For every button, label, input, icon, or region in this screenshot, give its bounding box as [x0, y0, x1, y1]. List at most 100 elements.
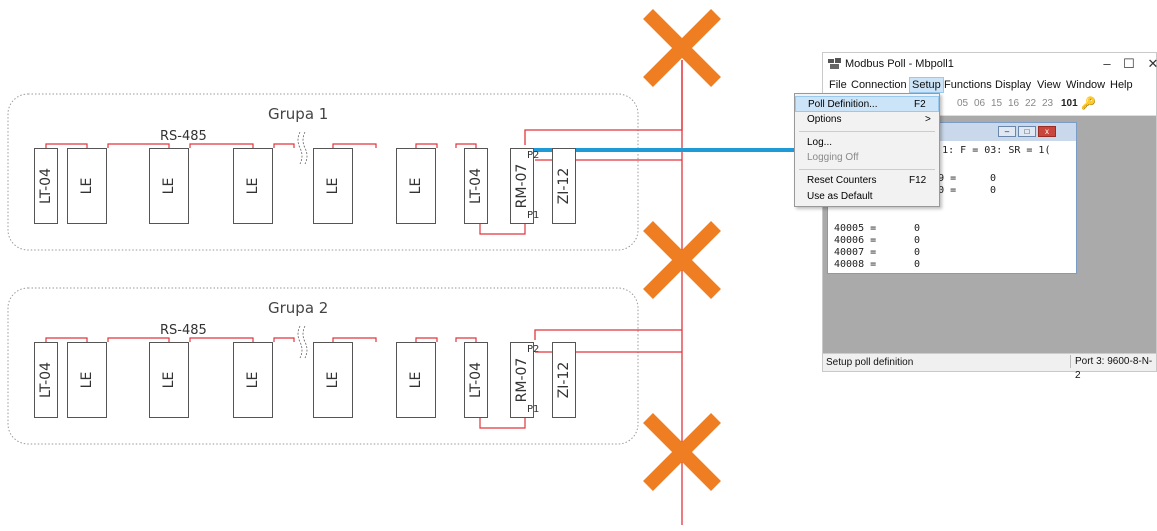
- menu-item-logging-off: Logging Off: [795, 150, 939, 166]
- device-le: LE: [313, 148, 353, 224]
- device-label: LE: [79, 177, 95, 195]
- register-value: 0: [914, 259, 921, 270]
- bus-wire: [332, 143, 377, 148]
- minimize-button[interactable]: –: [1103, 56, 1111, 71]
- child-maximize-icon[interactable]: □: [1018, 126, 1036, 137]
- bus-wire: [415, 143, 438, 148]
- bus-wire: [107, 143, 170, 148]
- device-lt-04: LT-04: [34, 148, 58, 224]
- menu-item-label: Logging Off: [807, 152, 859, 163]
- window-title: Modbus Poll - Mbpoll1: [845, 58, 954, 70]
- device-rm-07: RM-07: [510, 148, 534, 224]
- menu-bar: File Connection Setup Functions Display …: [823, 76, 1156, 94]
- device-le: LE: [67, 148, 107, 224]
- menu-item-reset-counters[interactable]: Reset Counters F12: [795, 173, 939, 189]
- register-address: 40005 =: [834, 223, 877, 234]
- bus-wire: [45, 143, 88, 148]
- trunk-group2-top: [534, 329, 682, 340]
- group-2-frame: [7, 287, 639, 445]
- bus-wire: [189, 143, 254, 148]
- menu-setup[interactable]: Setup: [909, 77, 944, 93]
- device-label: LE: [79, 371, 95, 389]
- device-label: LE: [325, 177, 341, 195]
- toolbar-22[interactable]: 22: [1025, 98, 1037, 109]
- port-status: Port 3: 9600-8-N-2: [1070, 355, 1156, 381]
- device-le: LE: [396, 342, 436, 418]
- bus-wire: [273, 143, 295, 148]
- status-text: Setup poll definition: [826, 357, 914, 368]
- menu-item-label: Reset Counters: [807, 175, 877, 186]
- device-rm-07: RM-07: [510, 342, 534, 418]
- device-label: LE: [408, 177, 424, 195]
- submenu-arrow-icon: >: [925, 114, 931, 125]
- child-close-icon[interactable]: x: [1038, 126, 1056, 137]
- device-le: LE: [233, 342, 273, 418]
- bus-wire: [415, 337, 438, 342]
- device-le: LE: [149, 148, 189, 224]
- toolbar-05[interactable]: 05: [957, 98, 969, 109]
- device-label: ZI-12: [556, 167, 572, 205]
- bus-label: RS-485: [160, 323, 207, 338]
- register-value: 0: [990, 173, 997, 184]
- trunk-top-stub: [524, 60, 683, 145]
- bus-wire: [107, 337, 170, 342]
- group-title: Grupa 1: [268, 105, 329, 123]
- device-zi-12: ZI-12: [552, 342, 576, 418]
- menu-item-options[interactable]: Options >: [795, 112, 939, 128]
- cross-icon: [643, 221, 721, 299]
- device-label: LE: [408, 371, 424, 389]
- bus-break-mark: [297, 131, 308, 165]
- port-label: P2: [527, 150, 540, 161]
- shortcut-label: F2: [914, 99, 926, 110]
- menu-item-poll-definition[interactable]: Poll Definition... F2: [795, 96, 939, 112]
- bus-break-mark: [297, 325, 308, 359]
- shortcut-label: F12: [909, 175, 927, 186]
- device-label: LE: [325, 371, 341, 389]
- register-address: 40007 =: [834, 247, 877, 258]
- device-label: RM-07: [514, 163, 530, 209]
- port-label: P2: [527, 344, 540, 355]
- bus-wire: [455, 143, 477, 148]
- device-le: LE: [396, 148, 436, 224]
- toolbar-15[interactable]: 15: [991, 98, 1003, 109]
- toolbar-16[interactable]: 16: [1008, 98, 1020, 109]
- menu-item-label: Use as Default: [807, 191, 873, 202]
- register-value: 0: [990, 185, 997, 196]
- menu-functions[interactable]: Functions: [944, 79, 992, 91]
- cross-icon: [643, 9, 721, 87]
- close-button[interactable]: ✕: [1147, 56, 1157, 71]
- device-label: LT-04: [468, 361, 484, 399]
- bus-wire: [332, 337, 377, 342]
- device-lt-04: LT-04: [464, 148, 488, 224]
- menu-window[interactable]: Window: [1066, 79, 1106, 91]
- key-icon[interactable]: 🔑: [1081, 96, 1096, 110]
- menu-display[interactable]: Display: [995, 79, 1032, 91]
- device-lt-04: LT-04: [464, 342, 488, 418]
- menu-view[interactable]: View: [1037, 79, 1061, 91]
- device-label: LT-04: [468, 167, 484, 205]
- menu-item-use-as-default[interactable]: Use as Default: [795, 189, 939, 205]
- group-title: Grupa 2: [268, 299, 329, 317]
- window-titlebar[interactable]: Modbus Poll - Mbpoll1 – ☐ ✕: [823, 53, 1157, 75]
- device-label: LE: [245, 371, 261, 389]
- menu-file[interactable]: File: [829, 79, 847, 91]
- bus-wire: [45, 337, 88, 342]
- menu-connection[interactable]: Connection: [851, 79, 907, 91]
- cross-icon: [643, 413, 721, 491]
- device-le: LE: [313, 342, 353, 418]
- toolbar-23[interactable]: 23: [1042, 98, 1054, 109]
- register-address: 40008 =: [834, 259, 877, 270]
- device-label: LE: [161, 371, 177, 389]
- toolbar-06[interactable]: 06: [974, 98, 986, 109]
- bus-label: RS-485: [160, 129, 207, 144]
- menu-item-label: Log...: [807, 137, 833, 148]
- device-label: ZI-12: [556, 361, 572, 399]
- device-le: LE: [67, 342, 107, 418]
- toolbar-101[interactable]: 101: [1061, 98, 1078, 109]
- menu-item-log[interactable]: Log...: [795, 135, 939, 151]
- register-value: 0: [914, 235, 921, 246]
- maximize-button[interactable]: ☐: [1123, 56, 1135, 71]
- menu-help[interactable]: Help: [1110, 79, 1133, 91]
- child-minimize-icon[interactable]: –: [998, 126, 1016, 137]
- device-le: LE: [233, 148, 273, 224]
